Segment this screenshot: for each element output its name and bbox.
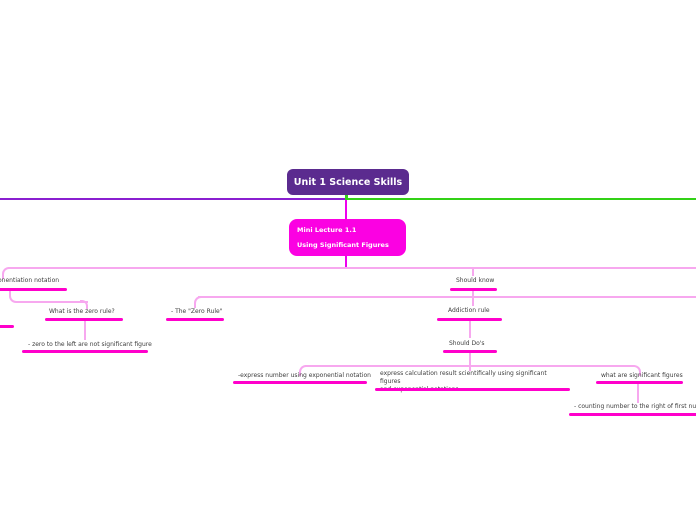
node-what-is-zero-rule-underline <box>45 318 123 321</box>
level1-drop-should-know <box>472 268 474 276</box>
should-dos-bracket-left-corner <box>299 365 309 376</box>
node-exponentiation-notation[interactable]: onentiation notation <box>0 277 60 284</box>
trunk-connector-lower <box>345 256 347 268</box>
node-addiction-rule-underline <box>437 318 502 321</box>
node-express-number[interactable]: -express number using exponential notati… <box>238 372 371 379</box>
should-know-bracket-left-corner <box>194 296 204 308</box>
node-counting-number-underline <box>569 413 696 416</box>
level1-bracket-left-corner <box>2 267 12 279</box>
should-dos-drop <box>469 353 471 371</box>
node-counting-number[interactable]: - counting number to the right of first … <box>574 403 696 410</box>
branch-line-right <box>345 198 696 200</box>
should-dos-bracket <box>305 365 633 367</box>
node-addiction-rule[interactable]: Addiction rule <box>448 307 490 314</box>
branch-line-left <box>0 198 345 200</box>
should-dos-bracket-right-corner <box>631 365 641 376</box>
lecture-title-line2: Using Significant Figures <box>297 241 389 249</box>
zero-rule-bracket-elbow <box>9 291 88 303</box>
node-cutoff-left-underline[interactable] <box>0 325 14 328</box>
node-the-zero-rule-underline <box>166 318 224 321</box>
node-should-dos-underline <box>443 350 497 353</box>
zero-left-connector <box>84 321 86 340</box>
node-should-know-underline <box>450 288 497 291</box>
node-should-dos[interactable]: Should Do's <box>449 340 485 347</box>
counting-number-connector <box>637 384 639 403</box>
node-the-zero-rule[interactable]: - The "Zero Rule" <box>171 308 223 315</box>
node-exponentiation-notation-underline <box>0 288 67 291</box>
root-node-label: Unit 1 Science Skills <box>293 176 403 188</box>
node-what-are-sig-figs[interactable]: what are significant figures <box>601 372 683 379</box>
should-know-drop <box>472 291 474 306</box>
node-zero-left-not-significant[interactable]: - zero to the left are not significant f… <box>28 341 152 348</box>
node-what-are-sig-figs-underline <box>596 381 683 384</box>
lecture-title-line1: Mini Lecture 1.1 <box>297 226 357 234</box>
node-zero-left-not-significant-underline <box>22 350 148 353</box>
node-express-number-underline <box>233 381 367 384</box>
branch-nub-green <box>345 193 348 198</box>
node-express-calculation-underline <box>375 388 570 391</box>
should-know-bracket <box>198 296 696 298</box>
zero-rule-bracket-drop <box>80 300 88 309</box>
should-dos-connector <box>469 321 471 338</box>
root-node[interactable]: Unit 1 Science Skills <box>287 169 409 195</box>
node-what-is-zero-rule[interactable]: What is the zero rule? <box>49 308 115 315</box>
node-express-calculation-line1: express calculation result scientificall… <box>380 370 547 385</box>
trunk-connector-upper <box>345 200 347 219</box>
lecture-node[interactable]: Mini Lecture 1.1 Using Significant Figur… <box>289 219 406 256</box>
node-should-know[interactable]: Should know <box>456 277 495 284</box>
level1-bracket <box>8 267 696 269</box>
